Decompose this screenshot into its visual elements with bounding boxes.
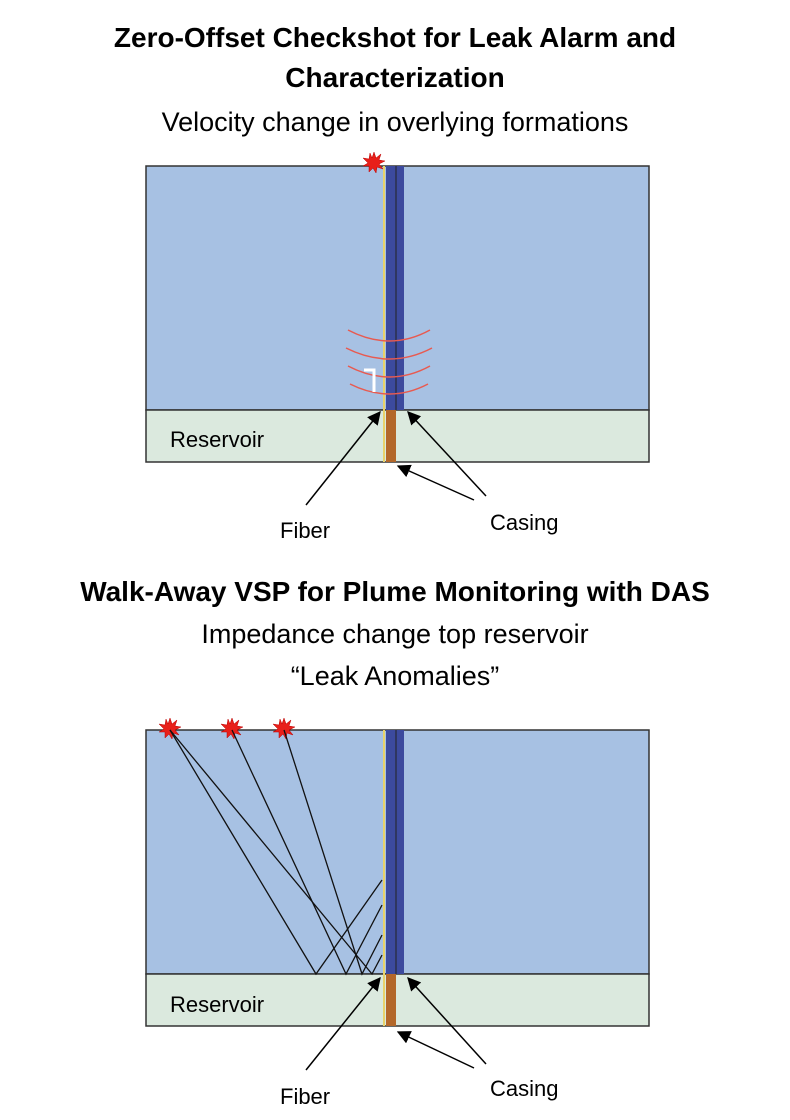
panel2-fiber-arrow — [305, 976, 381, 1071]
panel1-source-icon — [362, 151, 386, 174]
panel2-title: Walk-Away VSP for Plume Monitoring with … — [80, 576, 710, 607]
panel1-title-line1: Zero-Offset Checkshot for Leak Alarm and — [113, 22, 677, 53]
panel2-casing — [386, 730, 404, 974]
panel2-casing-arrow-2 — [407, 977, 487, 1065]
panel2-casing-bottom — [386, 974, 396, 1026]
panel1-reservoir-label: Reservoir — [170, 427, 264, 452]
panel2-subtitle-line2: “Leak Anomalies” — [290, 661, 500, 691]
panel1-casing — [386, 166, 404, 410]
panel2-fiber-label: Fiber — [280, 1084, 330, 1109]
panel1-diagram: Reservoir Fiber Casing — [145, 151, 650, 543]
panel1-casing-arrow-1 — [396, 464, 475, 501]
panel2-source-icon-2 — [220, 717, 244, 740]
panel1-title-line2: Characterization — [285, 62, 505, 93]
panel1-fiber-label: Fiber — [280, 518, 330, 543]
panel1-leak-marker — [364, 368, 376, 392]
panel2-reservoir-label: Reservoir — [170, 992, 264, 1017]
panel2-casing-label: Casing — [490, 1076, 558, 1101]
panel2-diagram: Reservoir Fiber Casing — [145, 717, 650, 1109]
panel1-subtitle: Velocity change in overlying formations — [161, 107, 629, 137]
panel2-source-icon-3 — [272, 717, 296, 740]
panel1-casing-label: Casing — [490, 510, 558, 535]
panel2-casing-arrow-1 — [396, 1031, 475, 1069]
panel2-source-icon-1 — [158, 717, 182, 740]
panel1-casing-arrow-2 — [407, 411, 487, 497]
panel1-fiber-arrow — [305, 410, 381, 506]
panel1-wavefronts — [345, 329, 433, 395]
panel2-subtitle-line1: Impedance change top reservoir — [201, 619, 589, 649]
panel1-casing-bottom — [386, 410, 396, 462]
panel2-ray-paths — [169, 729, 383, 976]
